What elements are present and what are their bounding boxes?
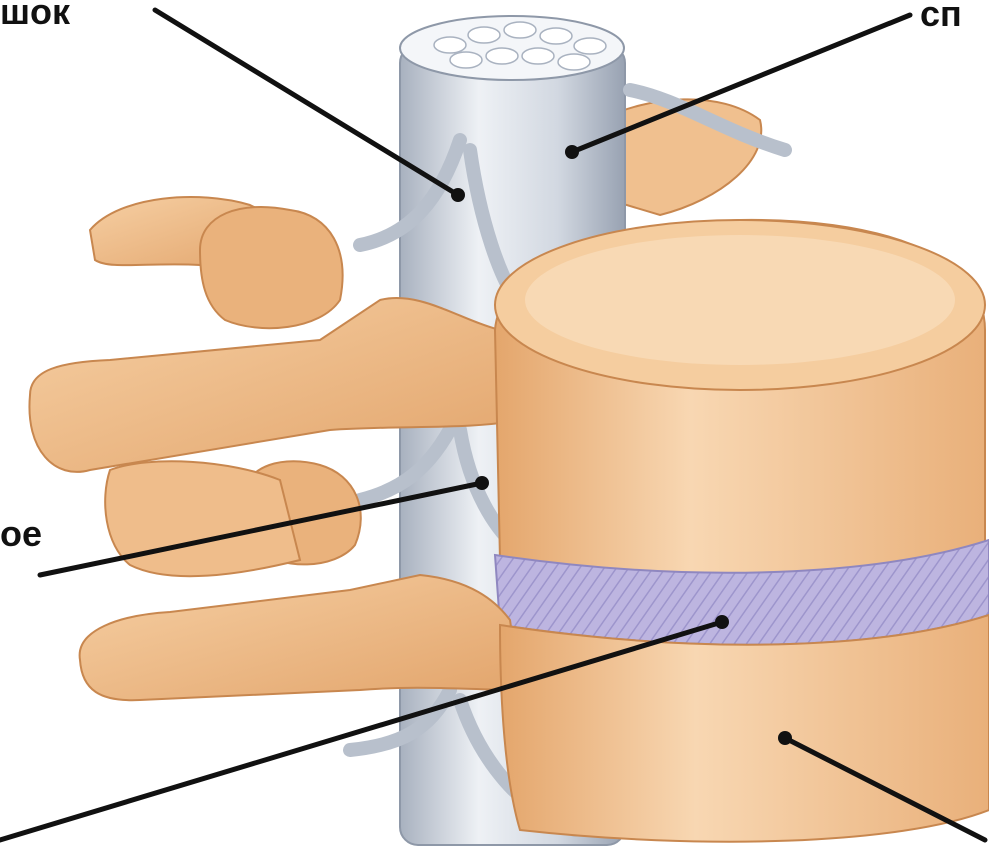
articular-process-upper bbox=[200, 207, 343, 328]
label-nerve-root: шок bbox=[0, 0, 70, 30]
label-foramen: ое bbox=[0, 516, 42, 552]
vertebral-body-lower bbox=[500, 615, 989, 842]
vertebral-endplate bbox=[525, 235, 955, 365]
transverse-process-lower bbox=[80, 575, 520, 700]
lamina-lower-back bbox=[105, 461, 300, 576]
label-spinal-cord: сп bbox=[920, 0, 962, 32]
